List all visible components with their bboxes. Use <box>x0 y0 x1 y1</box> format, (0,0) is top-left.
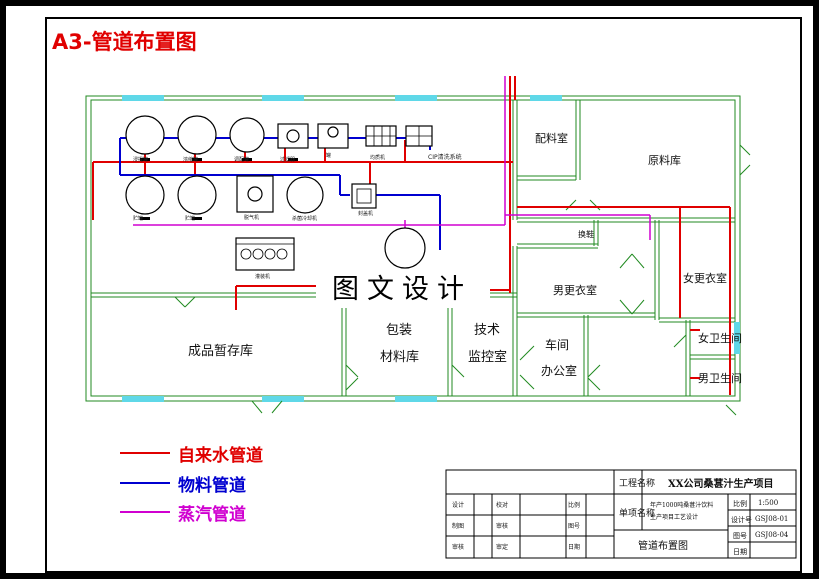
tank-icon <box>384 227 426 269</box>
tb-label: 校对 <box>496 502 509 509</box>
tb-design-no-label: 设计号 <box>731 516 752 524</box>
tb-project-label: 工程名称 <box>619 479 656 489</box>
tb-project-name: XX公司桑葚汁生产项目 <box>668 479 774 490</box>
tb-label: 设计 <box>452 502 465 509</box>
tb-unit-label: 单项名称 <box>619 509 656 519</box>
room-label-nv-genggui: 女更衣室 <box>683 272 727 285</box>
equipment-label: 脱气机 <box>244 215 260 221</box>
room-label-chejian-2: 办公室 <box>541 364 578 378</box>
storage-box-icon <box>351 183 377 209</box>
tb-unit-desc-2: 生产项目工艺设计 <box>650 514 699 521</box>
equipment-label: 杀菌冷却机 <box>292 216 318 222</box>
deaerator-core-icon <box>247 186 263 202</box>
legend-swatch <box>120 482 170 484</box>
room-label-jishu-2: 监控室 <box>468 350 508 365</box>
windows <box>122 95 740 402</box>
tb-label: 审核 <box>452 544 465 551</box>
room-label-baozhuang-1: 包装 <box>386 323 413 338</box>
equipment-label: 过滤器 <box>280 157 296 163</box>
room-label-baozhuang-2: 材料库 <box>380 350 420 365</box>
steam-pipes <box>133 76 651 240</box>
deaerator-icon <box>236 175 274 213</box>
equipment-label: 浸提罐 <box>133 157 149 163</box>
room-label-nan-weisheng: 男卫生间 <box>698 372 742 385</box>
tank-icon <box>125 115 165 155</box>
tank-core-icon <box>327 126 339 138</box>
drawing-frame <box>45 17 802 573</box>
room-label-nv-weisheng: 女卫生间 <box>698 332 742 345</box>
legend-label: 蒸汽管道 <box>178 505 246 525</box>
room-label-nan-genggui: 男更衣室 <box>553 284 597 297</box>
equipment-label: 罐 <box>326 153 332 159</box>
equipment-label: 浓缩罐 <box>183 157 199 163</box>
tank-icon <box>125 175 165 215</box>
equipment-label: 灌装机 <box>255 274 271 280</box>
room-label-chengpin: 成品暂存库 <box>188 344 254 359</box>
tb-label: 比例 <box>568 502 581 509</box>
watermark: 图文设计 <box>316 272 488 308</box>
tb-drawing-name: 管道布置图 <box>638 541 688 552</box>
tank-icon <box>177 115 217 155</box>
tb-date-label: 日期 <box>733 548 747 556</box>
tb-design-no: GSJ08-01 <box>755 515 789 523</box>
valve-markers <box>140 158 298 220</box>
room-label-huanxie: 换鞋 <box>578 230 594 239</box>
room-label-chejian-1: 车间 <box>545 338 570 352</box>
tb-label: 制图 <box>452 523 465 530</box>
equipment-label: 封盖机 <box>358 211 374 217</box>
equipment-label: 贮罐 <box>133 216 144 222</box>
room-label-yuanliaoku: 原料库 <box>648 154 681 167</box>
tb-label: 审核 <box>496 523 509 530</box>
legend-label: 自来水管道 <box>178 446 263 466</box>
room-label-peiliao: 配料室 <box>535 132 568 145</box>
equipment-detail <box>236 126 432 260</box>
legend-swatch <box>120 452 170 454</box>
room-label-jishu-1: 技术 <box>474 323 501 338</box>
equipment-label: 调配罐 <box>234 157 250 163</box>
tank-icon <box>177 175 217 215</box>
tb-drawing-no: GSJ08-04 <box>755 531 789 539</box>
tb-drawing-no-label: 图号 <box>733 532 747 540</box>
tb-unit-desc-1: 年产1000吨桑葚汁饮料 <box>650 502 714 509</box>
tb-scale-label: 比例 <box>733 500 747 508</box>
doors <box>174 144 751 416</box>
filter-core-icon <box>286 129 300 143</box>
equipment-label: 均质机 <box>370 155 386 161</box>
equipment-label: CIP清洗系统 <box>428 154 462 161</box>
equipment-label: 贮罐 <box>185 216 196 222</box>
legend-label: 物料管道 <box>178 476 246 496</box>
tb-label: 图号 <box>568 523 581 530</box>
title-block-lines <box>445 469 797 559</box>
tb-scale: 1:500 <box>758 499 779 507</box>
tank-icon <box>286 176 324 214</box>
tank-icon <box>229 117 265 153</box>
tb-label: 审定 <box>496 544 509 551</box>
legend-swatch <box>120 511 170 513</box>
tb-label: 日期 <box>568 544 581 551</box>
drawing-title: A3-管道布置图 <box>52 30 197 54</box>
